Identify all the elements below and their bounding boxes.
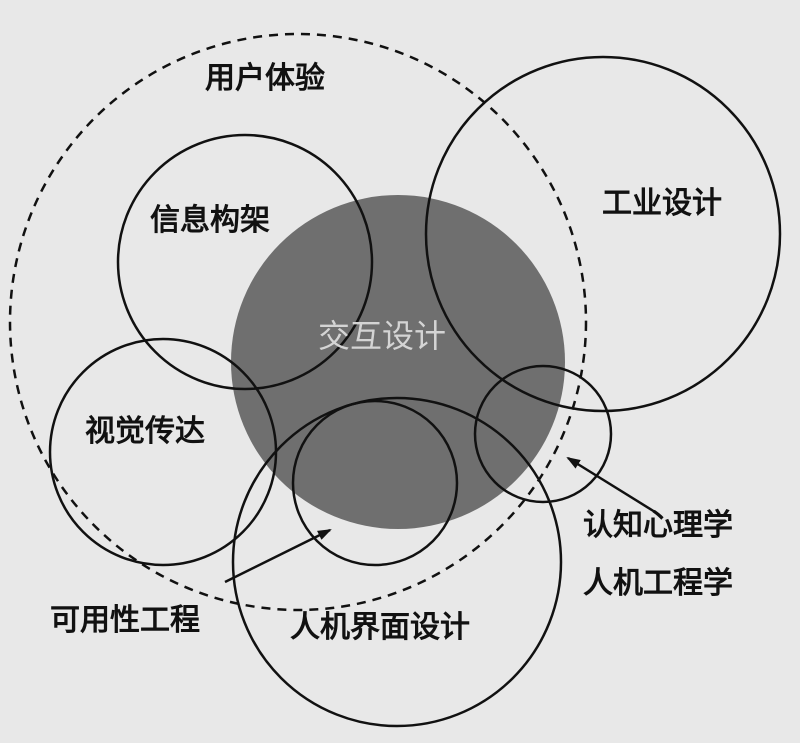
label-interaction-design: 交互设计 (318, 317, 446, 355)
visual-communication-circle (48, 337, 278, 567)
label-user-experience: 用户体验 (205, 61, 325, 96)
user-experience-circle (8, 32, 588, 612)
label-industrial-design: 工业设计 (602, 186, 722, 221)
interaction-design-circle (231, 195, 565, 529)
information-architecture-circle (116, 133, 374, 391)
label-information-architecture: 信息构架 (150, 203, 270, 238)
industrial-design-circle (424, 55, 782, 413)
usability-arrow (224, 528, 332, 584)
usability-engineering-circle (291, 399, 459, 567)
label-ergonomics: 人机工程学 (583, 566, 733, 601)
label-visual-communication: 视觉传达 (85, 414, 205, 449)
label-usability-engineering: 可用性工程 (50, 603, 200, 638)
hci-design-circle (231, 396, 563, 728)
label-cognitive-psychology: 认知心理学 (583, 508, 733, 543)
cognitive-psychology-circle (473, 364, 613, 504)
label-hci-design: 人机界面设计 (290, 610, 470, 645)
cognitive-arrow (566, 456, 656, 514)
